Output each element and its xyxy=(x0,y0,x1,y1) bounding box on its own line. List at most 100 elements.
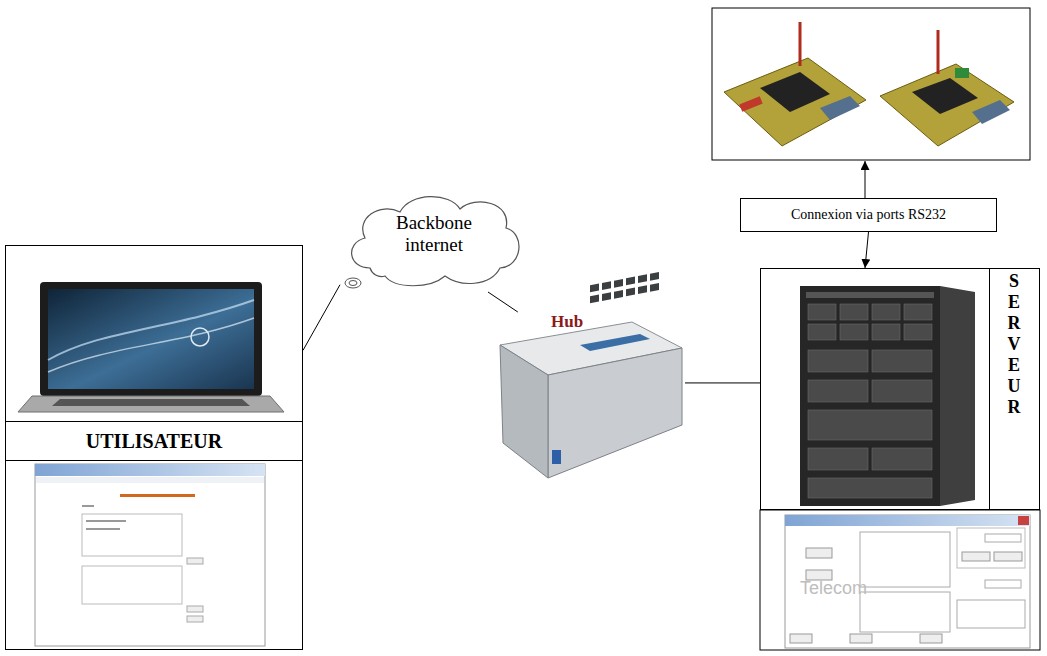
switch-picture xyxy=(614,279,623,288)
pcb-picture xyxy=(760,72,830,112)
server-picture xyxy=(808,304,836,320)
pcb-picture xyxy=(712,8,1030,160)
switch-picture xyxy=(552,450,561,464)
switch-picture xyxy=(602,281,611,290)
browser-screenshot xyxy=(35,464,265,646)
server-app-screenshot xyxy=(962,552,990,561)
pcb-picture xyxy=(937,30,940,74)
browser-screenshot xyxy=(187,616,203,622)
server-picture xyxy=(872,304,900,320)
server-picture xyxy=(808,324,836,340)
server-app-screenshot xyxy=(806,548,832,558)
server-picture xyxy=(808,380,868,402)
server-app-screenshot xyxy=(1018,516,1029,525)
switch-picture xyxy=(590,295,599,304)
server-picture xyxy=(808,478,932,498)
server-picture xyxy=(904,304,932,320)
switch-picture xyxy=(500,272,682,478)
cloud-tail xyxy=(349,281,357,286)
server-app-screenshot xyxy=(760,510,1040,650)
hub-device: Hub xyxy=(495,312,685,485)
laptop-picture xyxy=(18,396,284,412)
server-picture xyxy=(800,286,975,506)
server-picture xyxy=(940,286,975,506)
switch-picture xyxy=(580,334,650,351)
server-picture xyxy=(872,380,932,402)
laptop-picture xyxy=(52,399,250,406)
laptop-picture xyxy=(48,318,254,372)
browser-screenshot xyxy=(82,514,182,556)
server-picture xyxy=(840,324,868,340)
laptop-picture xyxy=(18,282,284,412)
server-app-screenshot xyxy=(860,532,950,587)
node-text: Connexion via ports RS232 xyxy=(741,199,996,231)
server-app-screenshot xyxy=(994,552,1022,561)
pcb-picture xyxy=(912,78,978,114)
pcb-picture xyxy=(972,100,1010,124)
server-picture xyxy=(872,324,900,340)
arrow-line xyxy=(865,161,866,198)
connector-line xyxy=(865,232,869,268)
user-panel: UTILISATEUR xyxy=(5,245,303,650)
server-panel: SERVEUR xyxy=(760,268,1040,510)
switch-picture xyxy=(626,277,635,286)
node-text: Hub xyxy=(551,312,583,332)
server-picture xyxy=(872,448,932,470)
pcb-picture xyxy=(955,68,969,78)
browser-screenshot xyxy=(36,477,264,483)
server-picture xyxy=(806,292,934,298)
server-picture xyxy=(872,350,932,372)
server-picture xyxy=(808,410,932,440)
cloud-outline xyxy=(352,197,519,286)
node-text: SERVEUR xyxy=(1005,271,1023,418)
browser-screenshot xyxy=(86,528,120,530)
server-app-screenshot xyxy=(920,634,942,643)
node-text: Backbone internet xyxy=(382,212,486,256)
server-app-screenshot xyxy=(785,515,1030,648)
browser-screenshot xyxy=(187,606,203,612)
browser-screenshot xyxy=(82,505,94,507)
server-app-screenshot xyxy=(785,515,1030,526)
laptop-picture xyxy=(40,282,262,396)
server-app-screenshot xyxy=(985,534,1021,542)
server-app-screenshot xyxy=(860,592,950,632)
pcb-picture xyxy=(880,64,1014,146)
window-watermark: Telecom xyxy=(800,578,867,599)
server-app-screenshot xyxy=(760,510,1040,650)
switch-picture xyxy=(602,292,611,301)
connector-line xyxy=(685,382,760,383)
pcb-picture xyxy=(739,96,762,112)
switch-picture xyxy=(650,272,659,281)
laptop-picture xyxy=(191,328,209,346)
switch-picture xyxy=(548,348,682,478)
switch-picture xyxy=(590,272,659,303)
cloud-shape: Backbone internet xyxy=(340,188,525,292)
pcb-picture xyxy=(712,8,1030,160)
switch-picture xyxy=(614,290,623,299)
connector-line xyxy=(488,292,518,312)
cloud-tail xyxy=(345,278,361,288)
server-app-screenshot xyxy=(985,580,1021,588)
laptop-picture xyxy=(48,300,254,360)
switch-picture xyxy=(650,283,659,292)
pcb-picture xyxy=(724,58,866,146)
node-text: UTILISATEUR xyxy=(6,421,302,461)
server-app-screenshot xyxy=(790,634,812,643)
server-app-screenshot xyxy=(850,634,872,643)
switch-picture xyxy=(638,285,647,294)
switch-picture xyxy=(500,345,548,478)
switch-picture xyxy=(626,288,635,297)
server-picture xyxy=(840,304,868,320)
process-box: Connexion via ports RS232 xyxy=(740,198,997,232)
pcb-picture xyxy=(820,96,860,120)
server-picture xyxy=(808,304,932,498)
browser-screenshot xyxy=(187,558,203,564)
browser-screenshot xyxy=(86,520,126,522)
pcb-picture xyxy=(799,22,802,66)
browser-screenshot xyxy=(120,494,195,497)
server-picture xyxy=(808,448,868,470)
browser-screenshot xyxy=(35,464,265,476)
